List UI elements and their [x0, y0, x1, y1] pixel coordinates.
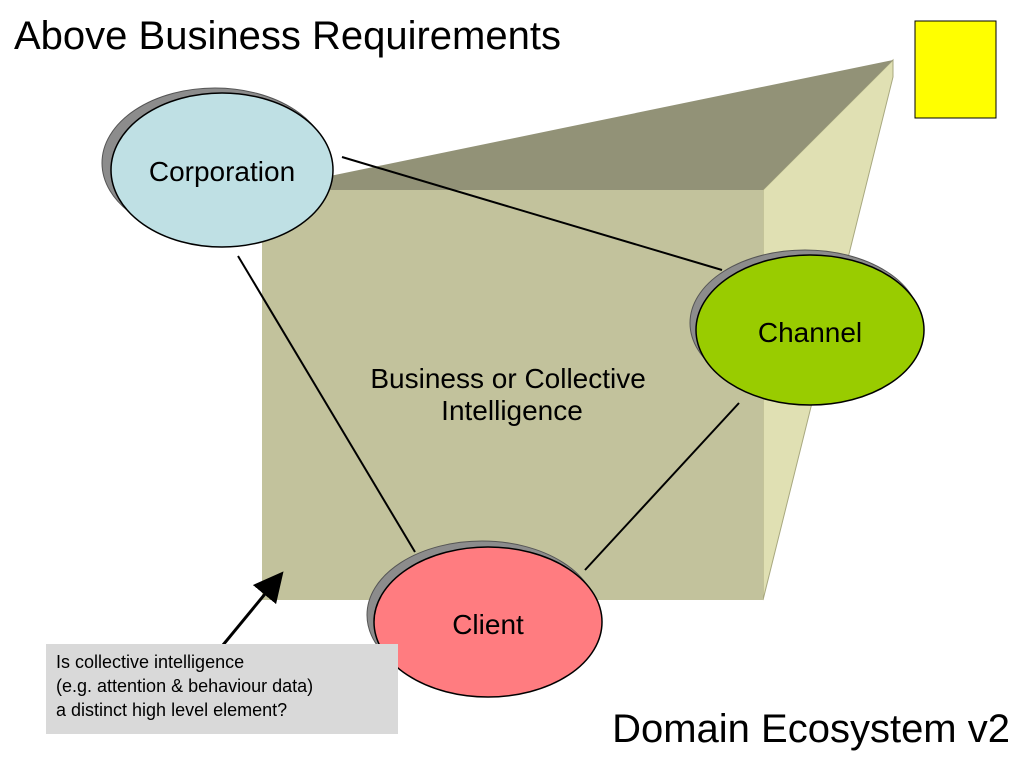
node-corporation-shape — [110, 92, 334, 248]
center-label-line-2: Intelligence — [441, 395, 583, 426]
node-client-label: Client — [452, 609, 524, 640]
note-line-3: a distinct high level element? — [56, 700, 288, 720]
page-title: Above Business Requirements — [14, 14, 561, 58]
center-label-line-1: Business or Collective — [370, 363, 645, 394]
note-line-2: (e.g. attention & behaviour data) — [56, 676, 314, 696]
node-channel-shape — [695, 254, 925, 406]
box-top-face — [262, 60, 893, 190]
link-corporation-channel — [341, 156, 723, 271]
node-corporation-label: Corporation — [149, 156, 295, 187]
page-subtitle: Domain Ecosystem v2 — [612, 707, 1010, 751]
link-channel-client — [584, 402, 740, 571]
yellow-marker — [914, 20, 997, 119]
note-arrow — [221, 571, 284, 646]
node-channel[interactable]: Channel — [689, 249, 925, 406]
node-client-shape — [373, 546, 603, 698]
node-channel-label: Channel — [758, 317, 862, 348]
node-corporation[interactable]: Corporation — [101, 87, 334, 248]
note-line-1: Is collective intelligence — [56, 652, 245, 672]
node-client[interactable]: Client — [366, 540, 603, 698]
link-corporation-client — [237, 255, 416, 553]
center-label: Business or Collective Intelligence — [370, 363, 653, 426]
note-callout: Is collective intelligence (e.g. attenti… — [46, 644, 398, 734]
